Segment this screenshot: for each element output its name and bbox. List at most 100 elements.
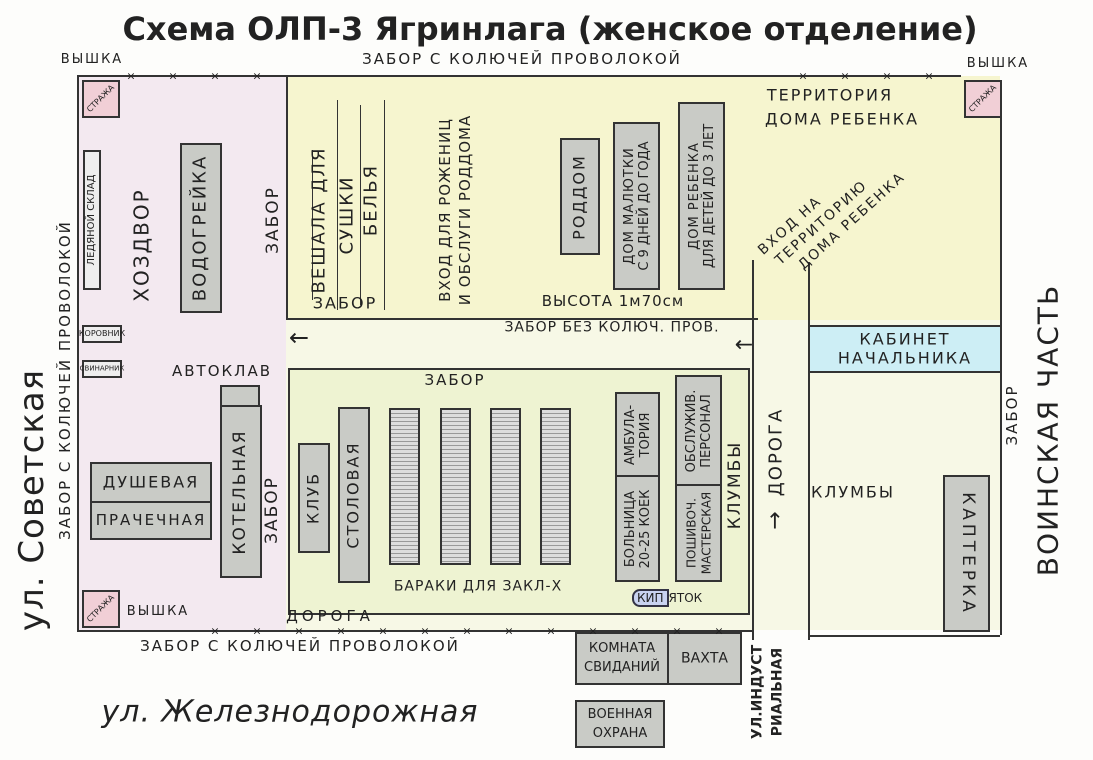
infant-home-label: С 9 ДНЕЙ ДО ГОДА — [637, 141, 653, 271]
ice-store: ЛЕДЯНОЙ СКЛАД — [83, 150, 101, 290]
bottom-right-fence — [808, 635, 1000, 637]
shower: ДУШЕВАЯ — [90, 462, 212, 503]
bottom-fence-label: ЗАБОР С КОЛЮЧЕЙ ПРОВОЛОКОЙ — [140, 637, 460, 656]
canteen-label: СТОЛОВАЯ — [343, 441, 363, 549]
street-zheleznodorozhnaya: ул. Железнодорожная — [101, 694, 479, 730]
pigsty: СВИНАРНИК — [79, 360, 125, 378]
street-sovetskaya: ул. Советская — [12, 368, 53, 632]
barrack — [540, 408, 571, 565]
tower-label: ВЫШКА — [126, 604, 190, 620]
guardhouse: ВАХТА — [667, 632, 742, 685]
guard-post: СТРАЖА — [82, 590, 120, 628]
arrow-left: ← — [288, 323, 312, 352]
drying-racks: БЕЛЬЯ — [360, 163, 382, 237]
boiler-house: КОТЕЛЬНАЯ — [220, 405, 262, 578]
road-edge-left — [752, 260, 754, 640]
laundry: ПРАЧЕЧНАЯ — [90, 501, 212, 540]
fence-label: ЗАБОР — [263, 186, 284, 254]
plain-fence: ЗАБОР БЕЗ КОЛЮЧ. ПРОВ. — [504, 319, 720, 336]
hospital-label: 20-25 КОЕК — [637, 489, 653, 568]
boiled-water-label: КИП — [632, 589, 669, 607]
road-label: ДОРОГА — [765, 407, 787, 497]
guard-label: СТРАЖА — [85, 593, 117, 625]
child-territory: ТЕРРИТОРИЯ — [766, 85, 894, 105]
child-home-label: ДЛЯ ДЕТЕЙ ДО 3 ЛЕТ — [702, 123, 718, 269]
drying-line — [384, 100, 385, 310]
ice-store-label: ЛЕДЯНОЙ СКЛАД — [85, 174, 97, 266]
sewing-label: ПОШИВОЧ. — [684, 498, 699, 568]
drying-line — [360, 105, 361, 305]
visiting-room-label: СВИДАНИЙ — [584, 660, 660, 676]
arrow-up: ↑ — [765, 509, 787, 535]
barbed-wire-mark: × — [336, 624, 346, 638]
clinic-label: ТОРИЯ — [637, 412, 653, 457]
barbed-wire-mark: × — [882, 69, 892, 83]
hospital-label: БОЛЬНИЦА — [623, 490, 639, 567]
barbed-wire-mark: × — [546, 624, 556, 638]
road-edge-right — [808, 262, 810, 640]
storeroom-label: КАПТЕРКА — [957, 491, 978, 616]
barbed-wire-mark: × — [252, 69, 262, 83]
pigsty-label: СВИНАРНИК — [79, 364, 125, 373]
barbed-wire-mark: × — [504, 624, 514, 638]
barbed-wire-mark: × — [840, 69, 850, 83]
barracks-label: БАРАКИ ДЛЯ ЗАКЛ-Х — [393, 578, 563, 595]
fence-label: ЗАБОР — [1003, 384, 1022, 446]
household-yard: ХОЗДВОР — [129, 188, 154, 302]
guard-label: СТРАЖА — [85, 83, 117, 115]
visiting-room: КОМНАТА СВИДАНИЙ — [575, 632, 669, 685]
barbed-wire-mark: × — [714, 624, 724, 638]
flowerbeds: КЛУМБЫ — [725, 440, 746, 530]
guardhouse-label: ВАХТА — [681, 650, 728, 667]
drying-line — [337, 100, 338, 310]
cowshed-label: КОРОВНИК — [78, 328, 126, 338]
barrack — [389, 408, 420, 565]
autoclave-building — [220, 385, 260, 407]
left-fence-label: ЗАБОР С КОЛЮЧЕЙ ПРОВОЛОКОЙ — [56, 220, 75, 540]
fence-label: ЗАБОР — [424, 371, 486, 390]
water-heater-label: ВОДОГРЕЙКА — [189, 154, 211, 302]
cowshed: КОРОВНИК — [78, 325, 126, 343]
military-guard-label: ВОЕННАЯ — [587, 707, 653, 723]
infant-home-label: ДОМ МАЛЮТКИ — [622, 147, 638, 265]
barrack — [490, 408, 521, 565]
barbed-wire-mark: × — [672, 624, 682, 638]
inner-fence — [286, 76, 288, 319]
diagram-title: Схема ОЛП-3 Ягринлага (женское отделение… — [122, 10, 978, 49]
road-label: ДОРОГА — [286, 607, 374, 626]
guard-label: СТРАЖА — [967, 83, 999, 115]
street-industrialnaya: УЛ.ИНДУСТ — [749, 644, 766, 740]
barbed-wire-mark: × — [168, 69, 178, 83]
tower-label: ВЫШКА — [966, 56, 1030, 72]
clinic: АМБУЛА-ТОРИЯ — [615, 392, 660, 477]
barbed-wire-mark: × — [462, 624, 472, 638]
club: КЛУБ — [298, 443, 330, 553]
club-label: КЛУБ — [303, 471, 323, 525]
top-fence — [77, 75, 961, 77]
visiting-room-label: КОМНАТА — [588, 640, 656, 656]
military-unit: ВОИНСКАЯ ЧАСТЬ — [1031, 283, 1065, 577]
child-territory: ДОМА РЕБЕНКА — [764, 109, 920, 129]
barbed-wire-mark: × — [378, 624, 388, 638]
shower-label: ДУШЕВАЯ — [102, 472, 200, 492]
maternity-label: РОДДОМ — [569, 153, 589, 240]
guard-post: СТРАЖА — [964, 80, 1002, 118]
fence-label: ЗАБОР — [312, 293, 378, 313]
barbed-wire-mark: × — [588, 624, 598, 638]
barbed-wire-mark: × — [126, 69, 136, 83]
maternity-entrance: И ОБСЛУГИ РОДДОМА — [456, 114, 475, 306]
barbed-wire-mark: × — [798, 69, 808, 83]
child-home-label: ДОМ РЕБЕНКА — [687, 142, 703, 250]
barrack — [440, 408, 471, 565]
drying-racks: СУШКИ — [336, 175, 358, 255]
bottom-fence — [77, 630, 753, 632]
barbed-wire-mark: × — [420, 624, 430, 638]
maternity-ward: РОДДОМ — [560, 138, 600, 255]
water-heater: ВОДОГРЕЙКА — [180, 143, 222, 313]
flowerbeds: КЛУМБЫ — [810, 482, 896, 502]
left-fence — [77, 75, 79, 631]
